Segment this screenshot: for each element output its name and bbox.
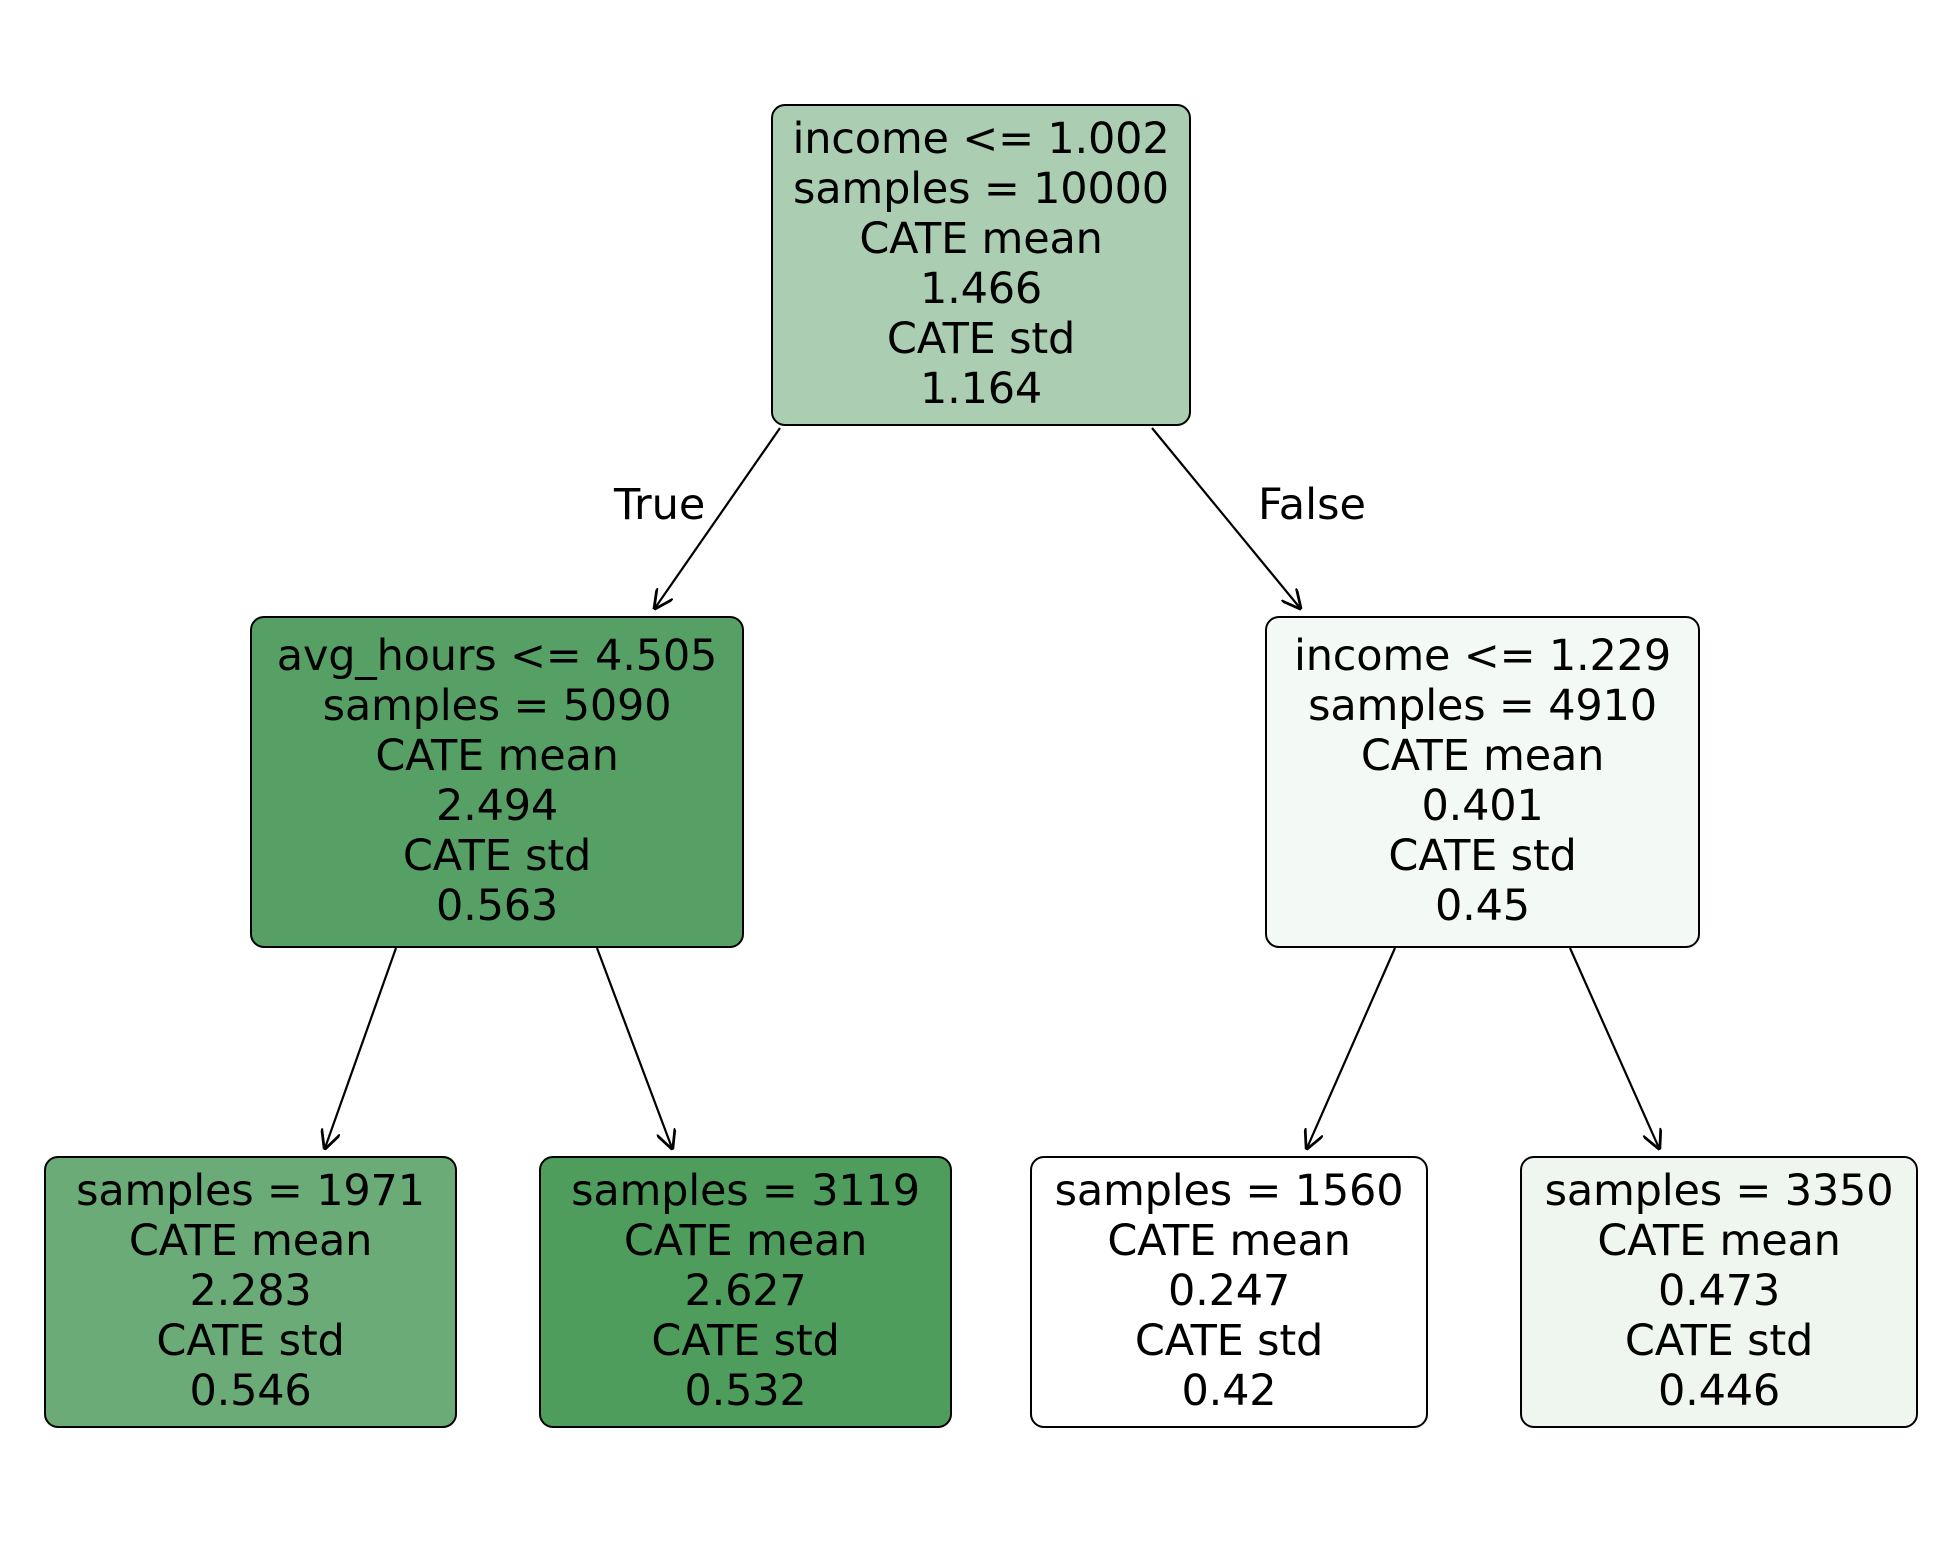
node-cate-std-value: 0.42	[1181, 1365, 1277, 1416]
node-cate-mean-label: CATE mean	[623, 1216, 868, 1267]
node-cate-std-label: CATE std	[651, 1315, 840, 1366]
node-cate-std-label: CATE std	[156, 1315, 345, 1366]
node-samples: samples = 1971	[76, 1166, 425, 1217]
tree-node-leaf1[interactable]: samples = 1971 CATE mean 2.283 CATE std …	[44, 1156, 457, 1428]
node-condition: income <= 1.229	[1294, 631, 1671, 682]
node-cate-mean-value: 2.283	[189, 1266, 312, 1317]
tree-node-leaf4[interactable]: samples = 3350 CATE mean 0.473 CATE std …	[1520, 1156, 1918, 1428]
node-cate-std-value: 0.563	[435, 880, 559, 931]
tree-node-leaf2[interactable]: samples = 3119 CATE mean 2.627 CATE std …	[539, 1156, 952, 1428]
node-cate-std-label: CATE std	[1624, 1315, 1814, 1366]
node-cate-std-label: CATE std	[886, 313, 1076, 364]
node-condition: avg_hours <= 4.505	[276, 631, 718, 682]
node-cate-mean-value: 0.401	[1421, 781, 1544, 831]
edge-right-to-leaf3	[1307, 947, 1397, 1148]
node-cate-mean-value: 2.494	[435, 781, 559, 831]
node-cate-mean-value: 1.466	[919, 264, 1043, 314]
node-cate-mean-value: 0.247	[1167, 1266, 1291, 1317]
node-cate-std-label: CATE std	[1388, 830, 1577, 881]
tree-node-root[interactable]: income <= 1.002 samples = 10000 CATE mea…	[771, 104, 1191, 426]
node-cate-std-value: 0.546	[189, 1365, 312, 1416]
node-cate-mean-label: CATE mean	[1360, 731, 1605, 782]
edge-label-false: False	[1258, 480, 1366, 530]
edge-left-to-leaf1	[325, 947, 398, 1148]
node-cate-std-value: 0.45	[1435, 880, 1530, 931]
node-cate-mean-label: CATE mean	[128, 1216, 373, 1267]
node-cate-std-value: 1.164	[919, 363, 1043, 414]
node-samples: samples = 3350	[1544, 1166, 1894, 1217]
tree-node-left[interactable]: avg_hours <= 4.505 samples = 5090 CATE m…	[250, 616, 744, 948]
node-cate-std-label: CATE std	[402, 830, 592, 881]
edge-left-to-leaf2	[595, 947, 672, 1148]
node-cate-mean-label: CATE mean	[375, 731, 619, 782]
node-cate-mean-label: CATE mean	[859, 214, 1103, 265]
node-cate-mean-label: CATE mean	[1107, 1216, 1351, 1267]
edge-right-to-leaf4	[1568, 947, 1659, 1148]
edge-label-true: True	[614, 480, 706, 530]
node-condition: income <= 1.002	[792, 114, 1170, 165]
node-samples: samples = 4910	[1308, 681, 1657, 732]
tree-node-leaf3[interactable]: samples = 1560 CATE mean 0.247 CATE std …	[1030, 1156, 1428, 1428]
node-cate-mean-label: CATE mean	[1597, 1216, 1841, 1267]
node-cate-mean-value: 2.627	[684, 1266, 807, 1317]
node-samples: samples = 10000	[793, 164, 1169, 215]
node-cate-mean-value: 0.473	[1657, 1266, 1781, 1317]
node-cate-std-label: CATE std	[1134, 1315, 1324, 1366]
node-samples: samples = 5090	[322, 681, 672, 732]
node-cate-std-value: 0.532	[684, 1365, 807, 1416]
node-samples: samples = 3119	[571, 1166, 920, 1217]
node-cate-std-value: 0.446	[1657, 1365, 1781, 1416]
node-samples: samples = 1560	[1054, 1166, 1404, 1217]
tree-node-right[interactable]: income <= 1.229 samples = 4910 CATE mean…	[1265, 616, 1700, 948]
